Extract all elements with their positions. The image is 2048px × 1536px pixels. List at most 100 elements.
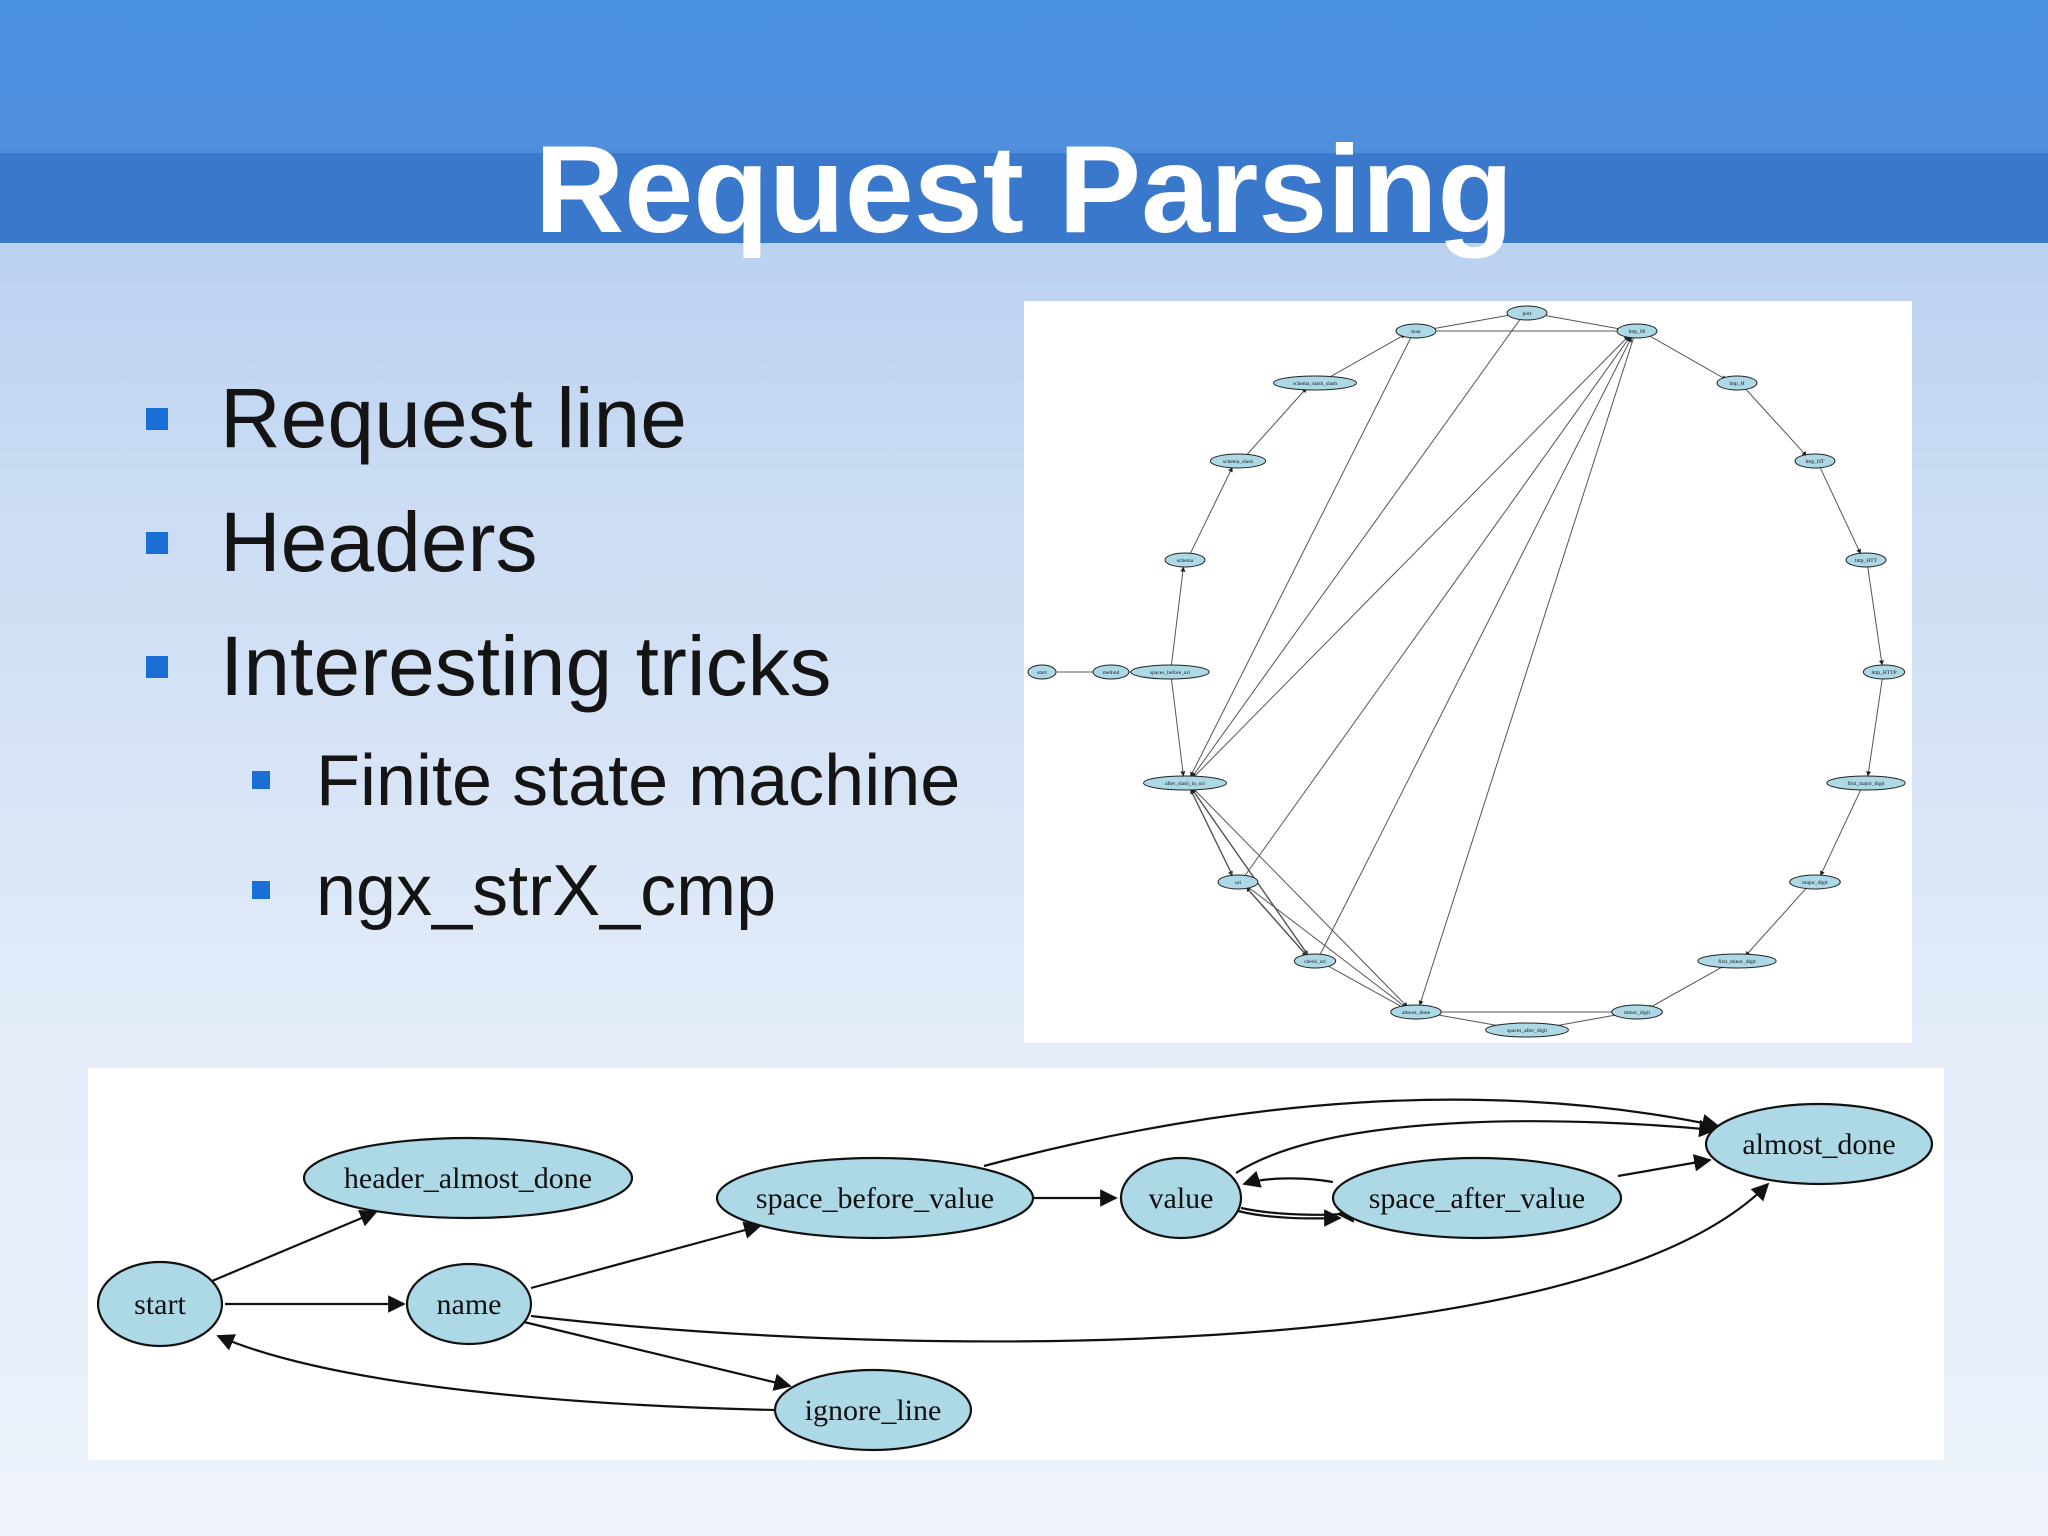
svg-text:http_HTTP: http_HTTP [1871, 670, 1896, 676]
svg-text:almost_done: almost_done [1402, 1010, 1431, 1016]
fsm-node-almost_done: almost_done [1704, 1102, 1934, 1186]
bullet-square-icon [146, 407, 168, 430]
bullet-text: ngx_strX_cmp [316, 851, 777, 931]
svg-text:http_09: http_09 [1629, 329, 1646, 335]
fsm-edge [1743, 386, 1807, 457]
svg-text:spaces_before_uri: spaces_before_uri [1150, 669, 1190, 676]
fsm-node-check_uri: check_uri [1293, 953, 1337, 969]
fsm-edge [1235, 1119, 1717, 1174]
fsm-edge [1245, 885, 1407, 1009]
fsm-node-first_major_digit: first_major_digit [1826, 775, 1906, 791]
fsm-edge [1191, 317, 1522, 778]
fsm-node-ignore_line: ignore_line [773, 1368, 973, 1452]
svg-text:header_almost_done: header_almost_done [344, 1162, 592, 1195]
fsm-node-header_almost_done: header_almost_done [302, 1136, 634, 1220]
fsm-edge [1617, 1154, 1712, 1178]
svg-text:schema: schema [1177, 558, 1194, 564]
bullet-text: Headers [220, 495, 538, 589]
fsm-edge [1246, 886, 1309, 958]
svg-text:space_after_value: space_after_value [1369, 1182, 1586, 1215]
sub-bullet-item: ngx_strX_cmp [252, 850, 776, 932]
fsm-edge [1319, 336, 1632, 956]
svg-text:minor_digit: minor_digit [1624, 1010, 1650, 1016]
fsm-node-major_digit: major_digit [1789, 874, 1841, 890]
fsm-node-spaces_after_digit: spaces_after_digit [1485, 1022, 1569, 1038]
fsm-edge [1237, 1209, 1342, 1227]
svg-text:name: name [437, 1288, 502, 1321]
fsm-edge [1323, 333, 1406, 381]
svg-text:after_slash_in_uri: after_slash_in_uri [1165, 780, 1205, 787]
fsm-edge [1189, 466, 1233, 555]
svg-text:start: start [1037, 670, 1047, 676]
fsm-node-start: start [96, 1260, 224, 1348]
svg-text:space_before_value: space_before_value [756, 1182, 994, 1215]
fsm-node-name: name [405, 1262, 533, 1346]
bullet-square-icon [252, 770, 270, 789]
fsm-node-space_after_value: space_after_value [1331, 1156, 1623, 1240]
fsm-edge [211, 1210, 378, 1283]
svg-text:http_HTT: http_HTT [1855, 558, 1878, 564]
svg-text:ignore_line: ignore_line [805, 1394, 942, 1427]
svg-text:almost_done: almost_done [1742, 1128, 1895, 1161]
fsm-edge [1190, 788, 1234, 877]
fsm-edge [1745, 885, 1809, 957]
svg-text:method: method [1103, 670, 1120, 676]
fsm-node-method: method [1092, 664, 1130, 680]
title-band [0, 153, 2048, 243]
bullet-item: Headers [146, 494, 538, 591]
svg-text:major_digit: major_digit [1802, 880, 1828, 886]
fsm-node-http_09: http_09 [1616, 323, 1658, 339]
slide-title: Request Parsing [534, 121, 1514, 259]
fsm-edge [530, 1182, 1770, 1343]
fsm-edge [1819, 466, 1861, 555]
fsm-node-schema: schema [1164, 552, 1206, 568]
svg-text:first_major_digit: first_major_digit [1847, 780, 1885, 787]
svg-text:value: value [1149, 1182, 1214, 1215]
fsm-node-start: start [1027, 664, 1057, 680]
fsm-edge [1323, 963, 1406, 1010]
fsm-edge [530, 1221, 762, 1290]
fsm-node-uri: uri [1217, 874, 1259, 890]
fsm-edge [1647, 963, 1729, 1010]
svg-text:http_H: http_H [1729, 381, 1744, 387]
bullet-square-icon [146, 531, 168, 554]
fsm-node-space_before_value: space_before_value [715, 1156, 1035, 1240]
svg-text:port: port [1523, 311, 1532, 317]
svg-text:uri: uri [1235, 880, 1242, 886]
sub-bullet-item: Finite state machine [252, 740, 960, 822]
fsm-node-http_HT: http_HT [1794, 453, 1836, 469]
fsm-edge [1170, 677, 1186, 777]
fsm-edge [1170, 566, 1186, 667]
fsm-edge [216, 1334, 776, 1412]
fsm-edge [1866, 677, 1883, 777]
fsm-edge [1242, 1170, 1334, 1188]
bullet-square-icon [252, 880, 270, 899]
fsm-edge [523, 1320, 792, 1391]
fsm-node-http_HTT: http_HTT [1845, 552, 1887, 568]
fsm-edge [1536, 313, 1626, 332]
fsm-node-first_minor_digit: first_minor_digit [1697, 953, 1777, 969]
bullet-text: Finite state machine [316, 741, 961, 821]
fsm-node-spaces_before_uri: spaces_before_uri [1130, 664, 1210, 680]
bullet-item: Request line [146, 370, 687, 467]
fsm-node-schema_slash_slash: schema_slash_slash [1273, 375, 1357, 391]
fsm-edge [1244, 387, 1307, 458]
fsm-edge [1191, 335, 1629, 780]
fsm-edge [1191, 788, 1310, 957]
fsm-node-host: host [1395, 323, 1437, 339]
svg-text:first_minor_digit: first_minor_digit [1718, 958, 1756, 965]
svg-text:schema_slash: schema_slash [1223, 459, 1253, 465]
svg-text:schema_slash_slash: schema_slash_slash [1293, 381, 1337, 387]
svg-text:http_HT: http_HT [1806, 459, 1825, 465]
fsm-node-schema_slash: schema_slash [1209, 453, 1267, 469]
request-line-fsm-diagram: start method spaces_before_uri schema schema… [1024, 301, 1912, 1043]
fsm-node-almost_done: almost_done [1390, 1004, 1442, 1020]
fsm-node-minor_digit: minor_digit [1611, 1004, 1663, 1020]
fsm-edge [1190, 336, 1412, 778]
svg-text:start: start [134, 1288, 186, 1321]
bullet-item: Interesting tricks [146, 618, 832, 715]
bullet-square-icon [146, 655, 168, 678]
fsm-edge [1191, 786, 1408, 1008]
bullet-text: Interesting tricks [220, 619, 832, 713]
